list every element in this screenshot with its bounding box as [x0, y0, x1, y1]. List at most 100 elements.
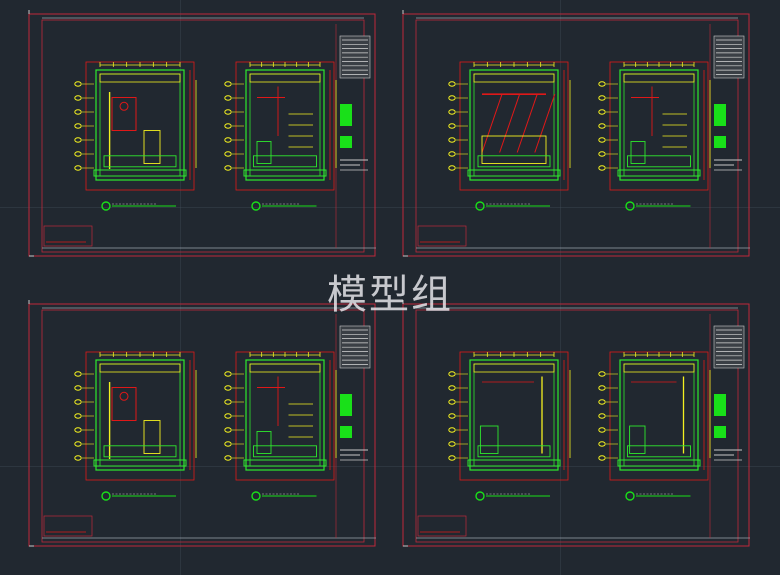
stamp-box	[417, 225, 467, 247]
caption-bubble	[251, 491, 261, 501]
annotation-marker	[224, 165, 232, 171]
annotation-marker	[74, 109, 82, 115]
dimension-frame	[85, 61, 195, 191]
wall-inner	[473, 73, 555, 177]
annotation-marker	[74, 385, 82, 391]
base-unit	[627, 155, 691, 168]
title-block-logo	[340, 104, 352, 126]
wall-outline	[95, 359, 185, 471]
wall-outline	[469, 359, 559, 471]
elevation-drawing	[74, 61, 197, 211]
annotation-marker	[598, 413, 606, 419]
stamp-box	[43, 515, 93, 537]
elevation-drawing	[224, 61, 337, 211]
annotation-marker	[74, 441, 82, 447]
annotation-marker	[448, 123, 456, 129]
wall-outline	[245, 359, 325, 471]
floor-band	[467, 459, 561, 467]
annotation-marker	[448, 385, 456, 391]
annotation-marker	[448, 151, 456, 157]
annotation-marker	[74, 151, 82, 157]
ceiling-band	[473, 363, 555, 373]
annotation-marker	[224, 385, 232, 391]
door-panel	[143, 130, 161, 164]
sheet-bottom-left[interactable]	[28, 300, 378, 550]
wall-outline	[245, 69, 325, 181]
hatch-line	[534, 94, 556, 153]
ceiling-band	[623, 363, 695, 373]
elevation-drawing	[448, 351, 571, 501]
caption-bubble	[625, 201, 635, 211]
annotation-marker	[448, 441, 456, 447]
fixture-symbol	[119, 101, 129, 111]
annotation-marker	[448, 399, 456, 405]
annotation-marker	[74, 371, 82, 377]
elevation-drawing	[448, 61, 571, 211]
title-block-logo	[714, 394, 726, 416]
base-unit	[103, 445, 177, 458]
caption-bubble	[475, 201, 485, 211]
annotation-marker	[448, 427, 456, 433]
basin-unit	[256, 431, 272, 454]
basin-unit	[630, 141, 646, 164]
sheet-top-left[interactable]	[28, 10, 378, 260]
sofa-unit	[479, 425, 499, 454]
hatch-line	[481, 94, 503, 153]
headboard	[481, 135, 547, 164]
annotation-marker	[598, 123, 606, 129]
dimension-frame	[459, 61, 569, 191]
cabinet-outline	[111, 387, 137, 421]
annotation-marker	[74, 165, 82, 171]
floor-band	[93, 169, 187, 177]
dimension-frame	[609, 61, 709, 191]
dimension-frame	[459, 351, 569, 481]
fixture-symbol	[119, 391, 129, 401]
grid-line	[0, 466, 780, 467]
base-unit	[103, 155, 177, 168]
annotation-marker	[448, 81, 456, 87]
annotation-marker	[224, 151, 232, 157]
sofa-unit	[629, 425, 646, 454]
ceiling-band	[473, 73, 555, 83]
elevation-drawing	[224, 351, 337, 501]
base-unit	[253, 445, 317, 458]
dimension-frame	[235, 351, 335, 481]
grid-line	[0, 207, 780, 208]
sheet-bottom-right[interactable]	[402, 300, 752, 550]
annotation-marker	[598, 385, 606, 391]
ceiling-band	[623, 73, 695, 83]
title-block-stamp	[340, 136, 352, 148]
annotation-marker	[224, 95, 232, 101]
cabinet-outline	[111, 97, 137, 131]
grid-line	[560, 0, 561, 575]
annotation-marker	[448, 109, 456, 115]
sheet-border	[41, 19, 365, 253]
wall-outline	[95, 69, 185, 181]
annotation-marker	[598, 109, 606, 115]
floor-band	[243, 169, 327, 177]
floor-band	[93, 459, 187, 467]
elevation-drawing	[74, 351, 197, 501]
ceiling-band	[249, 363, 321, 373]
grid-line	[180, 0, 181, 575]
dimension-frame	[609, 351, 709, 481]
annotation-marker	[448, 371, 456, 377]
title-block-stamp	[340, 426, 352, 438]
annotation-marker	[224, 399, 232, 405]
caption-bubble	[475, 491, 485, 501]
door-panel	[143, 420, 161, 454]
annotation-marker	[74, 455, 82, 461]
base-unit	[477, 445, 551, 458]
annotation-marker	[448, 165, 456, 171]
wall-outline	[619, 69, 699, 181]
dimension-frame	[85, 351, 195, 481]
sheet-top-right[interactable]	[402, 10, 752, 260]
title-block-stamp	[714, 426, 726, 438]
floor-band	[617, 459, 701, 467]
annotation-marker	[448, 455, 456, 461]
sheet-frame	[402, 13, 750, 257]
hatch-line	[499, 94, 521, 153]
annotation-marker	[224, 371, 232, 377]
annotation-marker	[598, 95, 606, 101]
title-block-logo	[340, 394, 352, 416]
